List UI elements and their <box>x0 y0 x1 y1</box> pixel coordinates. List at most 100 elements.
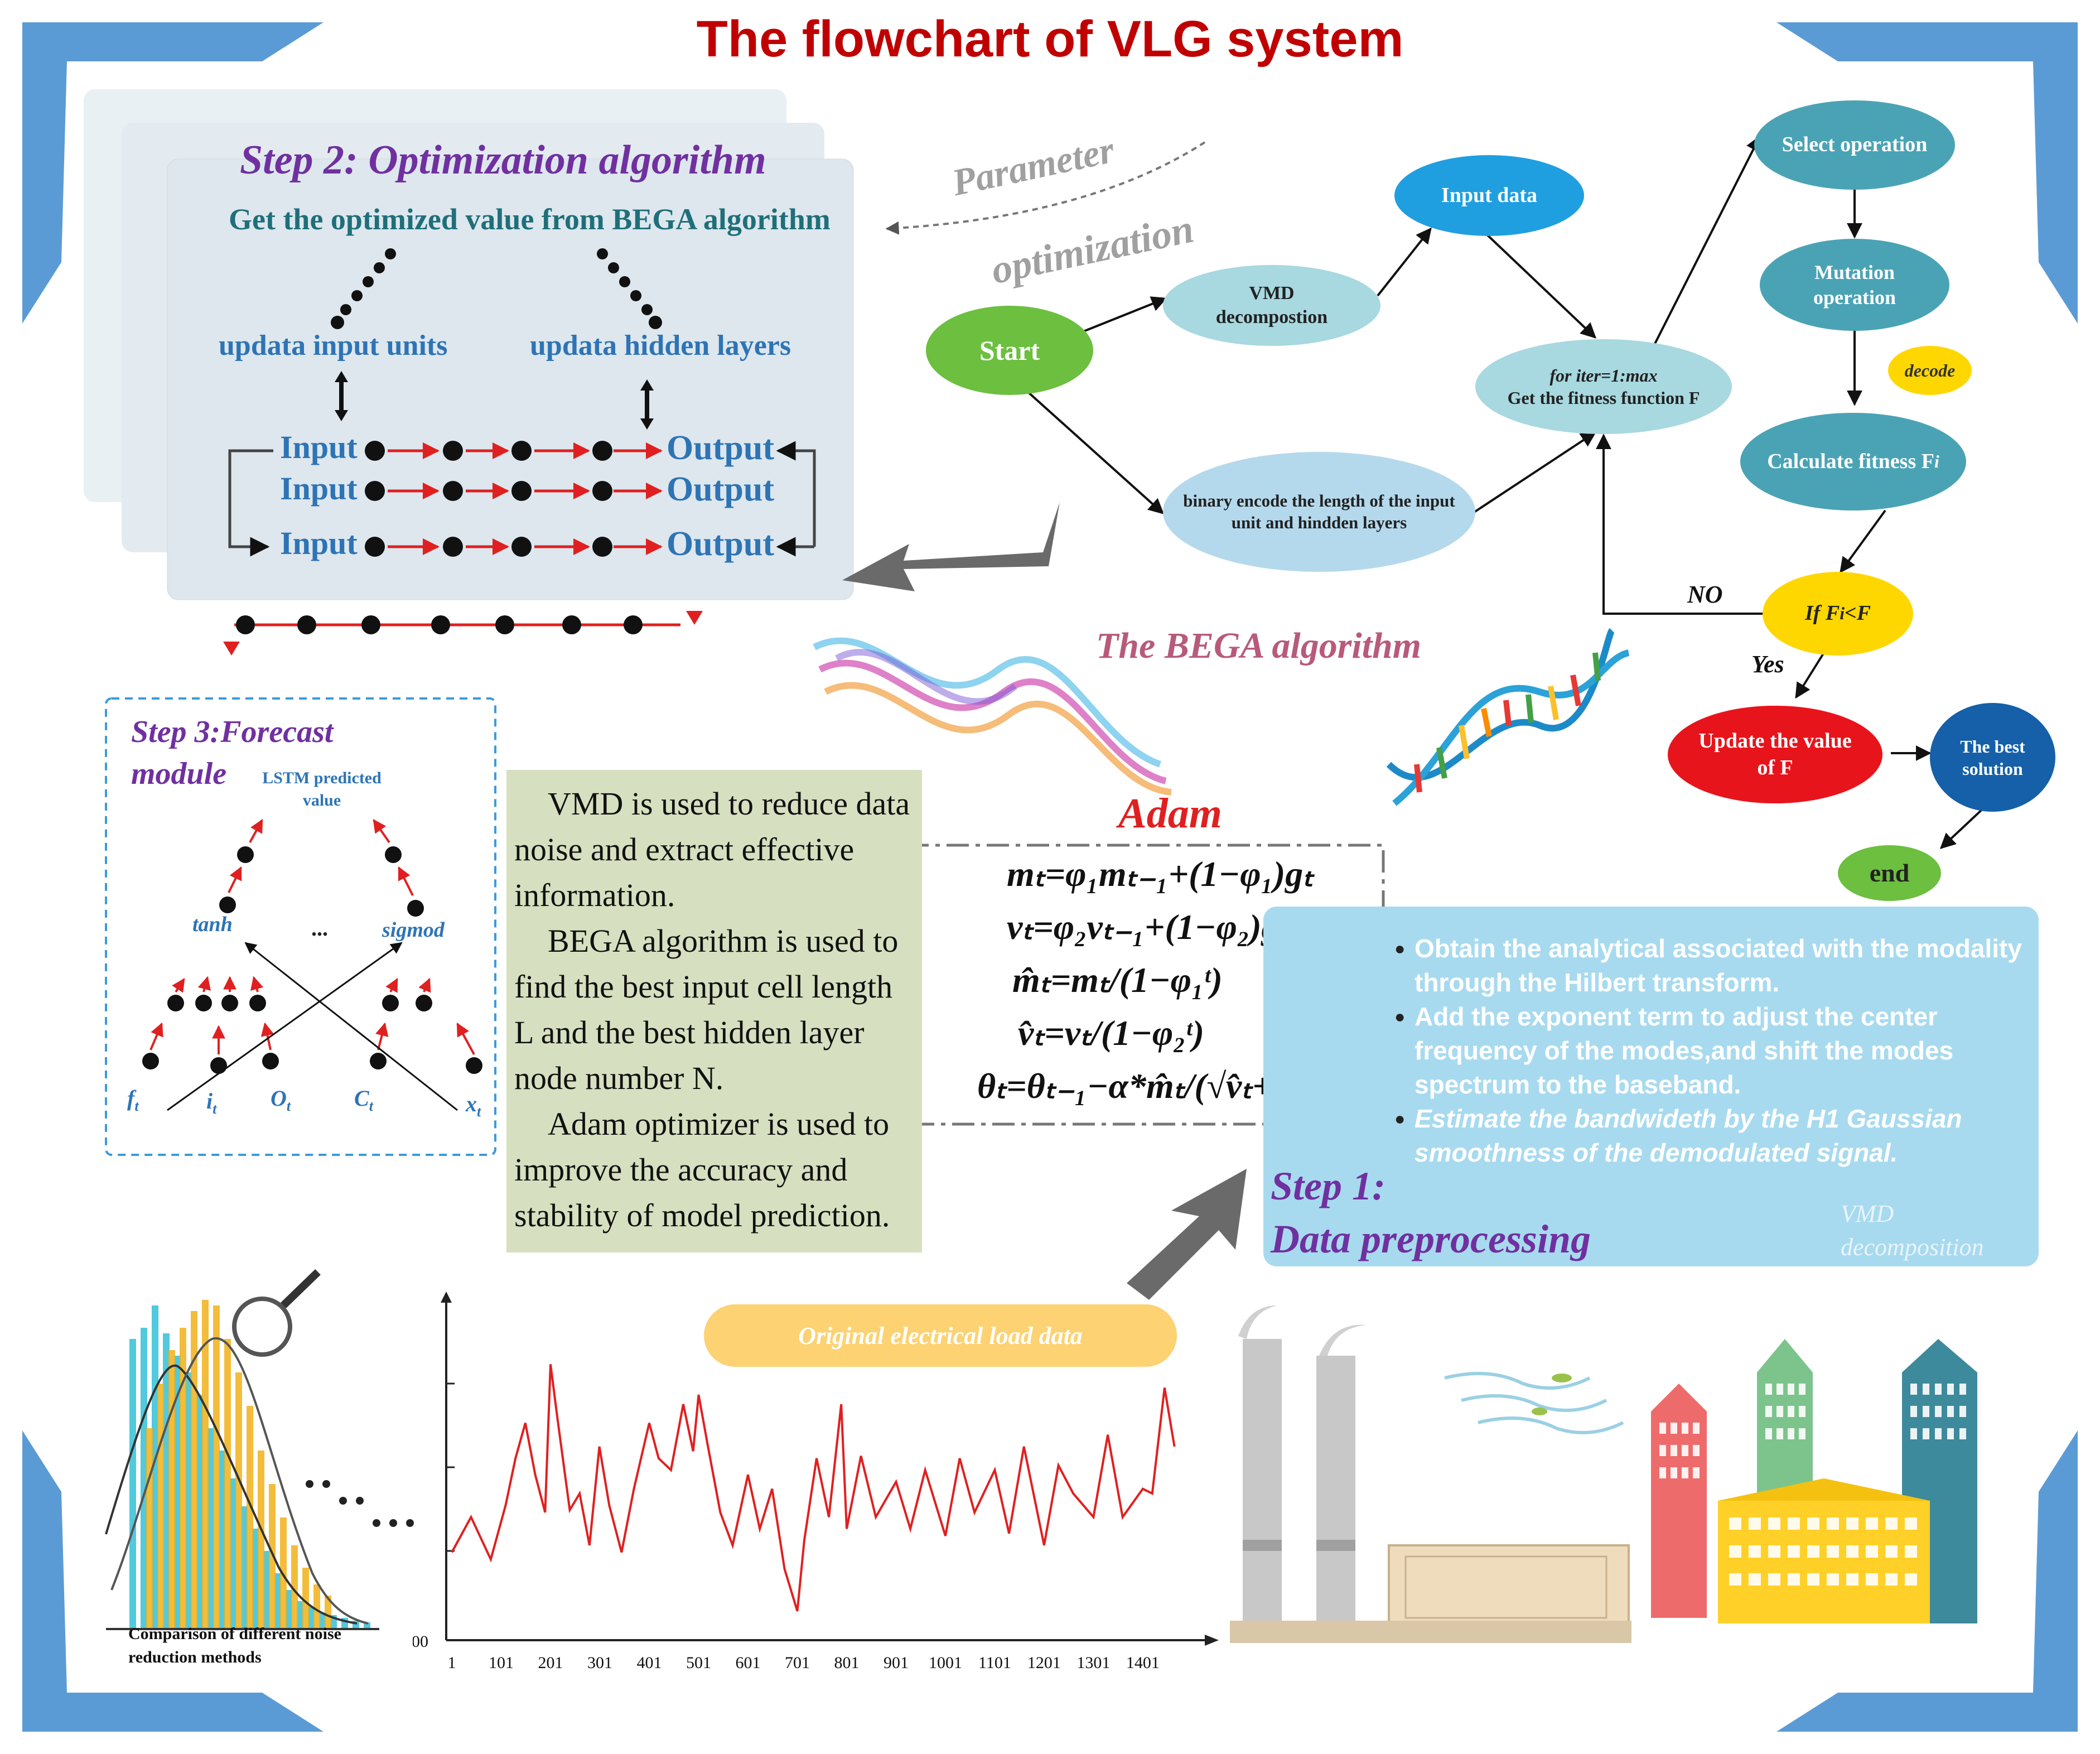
step2-dot-arrows <box>331 248 662 430</box>
x-tick-label: 901 <box>884 1654 909 1672</box>
x-tick-label: 201 <box>538 1654 563 1672</box>
step1-bullet-2: Add the exponent term to adjust the cent… <box>1394 1000 2025 1102</box>
update-node: Update the value of F <box>1668 706 1882 803</box>
input-i-label: it <box>206 1088 216 1117</box>
yes-label: Yes <box>1751 650 1784 678</box>
end-node: end <box>1838 845 1941 901</box>
calc-fitness-label: Calculate fitness F <box>1767 449 1934 473</box>
info-box: VMD is used to reduce data noise and ext… <box>506 770 922 1252</box>
x-tick-label: 1301 <box>1076 1654 1110 1672</box>
lstm-tree <box>142 818 482 1111</box>
ribbon-image <box>813 637 1172 796</box>
step2-network <box>228 441 816 557</box>
mutation-node: Mutation operation <box>1760 239 1949 331</box>
tanh-label: tanh <box>192 913 233 936</box>
step1-bullets: Obtain the analytical associated with th… <box>1394 932 2025 1170</box>
condition-label: If F <box>1804 601 1840 625</box>
page-title: The flowchart of VLG system <box>696 11 1404 68</box>
input-f-label: ft <box>127 1085 139 1115</box>
update-hidden-label: updata hidden layers <box>530 330 791 362</box>
chart-axes <box>441 1292 1219 1646</box>
x-tick-label: 101 <box>489 1654 514 1672</box>
step3-title-line1: Step 3:Forecast <box>131 715 334 749</box>
input-label-1: Input <box>280 429 358 465</box>
step2-subtitle: Get the optimized value from BEGA algori… <box>229 203 831 236</box>
adam-eq-5: θₜ=θₜ₋₁−α*m̂ₜ/(√v̂ₜ+ε) <box>977 1066 1300 1106</box>
lstm-label: LSTM predicted value <box>262 769 382 809</box>
output-label-2: Output <box>667 470 774 508</box>
select-node: Select operation <box>1754 100 1955 190</box>
x-tick-label: 701 <box>785 1654 810 1672</box>
bega-arrows <box>1025 135 1987 849</box>
input-o: O <box>271 1086 287 1111</box>
encode-node: binary encode the length of the input un… <box>1163 452 1475 572</box>
x-tick-label: 1 <box>448 1654 456 1672</box>
y-tick-label: 800 <box>413 1632 428 1651</box>
histogram-caption: Comparison of different noise reduction … <box>128 1625 341 1666</box>
x-tick-label: 1201 <box>1027 1654 1061 1672</box>
loop-iter-label: for iter=1:max <box>1549 365 1658 386</box>
x-tick-label: 1101 <box>978 1654 1011 1672</box>
dot-chain <box>223 611 703 656</box>
x-tick-label: 301 <box>587 1654 612 1672</box>
corner-brackets <box>22 22 2078 1732</box>
step3-box <box>105 697 496 1156</box>
factory-image <box>1230 1305 1631 1643</box>
ellipsis-label: ... <box>311 915 328 941</box>
x-tick-label: 601 <box>736 1654 761 1672</box>
step1-bullet-3: Estimate the bandwideth by the H1 Gaussi… <box>1394 1102 2025 1170</box>
input-f-sub: t <box>134 1098 139 1114</box>
vmd-node: VMD decompostion <box>1163 265 1380 346</box>
sigmod-label: sigmod <box>382 918 445 942</box>
adam-eq-3: m̂ₜ=mₜ/(1−φ₁ᵗ) <box>1012 960 1223 1000</box>
wind-image <box>1444 1372 1624 1434</box>
best-solution-node: The best solution <box>1930 703 2055 812</box>
step2-title: Step 2: Optimization algorithm <box>240 137 766 183</box>
adam-title: Adam <box>1118 790 1222 837</box>
no-label: NO <box>1687 581 1723 608</box>
input-c-label: Ct <box>354 1085 373 1115</box>
adam-eq-1: mₜ=φ₁mₜ₋₁+(1−φ₁)gₜ <box>1007 854 1314 894</box>
loop-node: for iter=1:max Get the fitness function … <box>1475 339 1732 434</box>
dna-image <box>1386 628 1630 806</box>
step1-title-line1: Step 1: <box>1271 1164 1385 1208</box>
loop-fitness-label: Get the fitness function F <box>1507 388 1700 408</box>
param-opt-arc <box>885 141 1206 235</box>
condition-sub: i <box>1840 604 1845 624</box>
info-p3: Adam optimizer is used to improve the ac… <box>514 1106 890 1233</box>
x-tick-label: 1001 <box>929 1654 962 1672</box>
input-i: i <box>206 1088 213 1114</box>
input-c-sub: t <box>369 1098 373 1114</box>
calc-fitness-sub: i <box>1934 451 1939 471</box>
info-p1: VMD is used to reduce data noise and ext… <box>514 786 910 913</box>
histogram-image <box>105 1269 414 1630</box>
input-o-label: Ot <box>271 1085 291 1115</box>
load-series-line <box>451 1364 1176 1612</box>
grey-arrow-left <box>842 502 1060 591</box>
vmd-watermark-line2: decomposition <box>1841 1233 1984 1261</box>
start-node: Start <box>926 306 1093 395</box>
input-x-sub: t <box>477 1104 481 1120</box>
adam-eq-4: v̂ₜ=vₜ/(1−φ₂ᵗ) <box>1018 1013 1204 1053</box>
input-x-label: xt <box>466 1091 481 1120</box>
step1-bullet-1: Obtain the analytical associated with th… <box>1394 932 2025 1000</box>
output-label-1: Output <box>667 429 774 467</box>
step3-title-line2: module <box>131 756 227 791</box>
grey-arrow-up <box>1127 1169 1247 1300</box>
x-tick-label: 1401 <box>1126 1654 1160 1672</box>
city-image <box>1651 1339 1977 1623</box>
update-input-label: updata input units <box>219 330 448 362</box>
condition-tail: <F <box>1845 601 1871 625</box>
decode-node: decode <box>1888 346 1972 395</box>
step1-title-line2: Data preprocessing <box>1271 1217 1591 1261</box>
input-data-node: Input data <box>1394 155 1584 236</box>
adam-eq-2: vₜ=φ₂vₜ₋₁+(1−φ₂)gₜ² <box>1007 907 1301 947</box>
input-f: f <box>127 1086 135 1111</box>
input-c: C <box>354 1086 369 1111</box>
input-x: x <box>466 1091 477 1116</box>
